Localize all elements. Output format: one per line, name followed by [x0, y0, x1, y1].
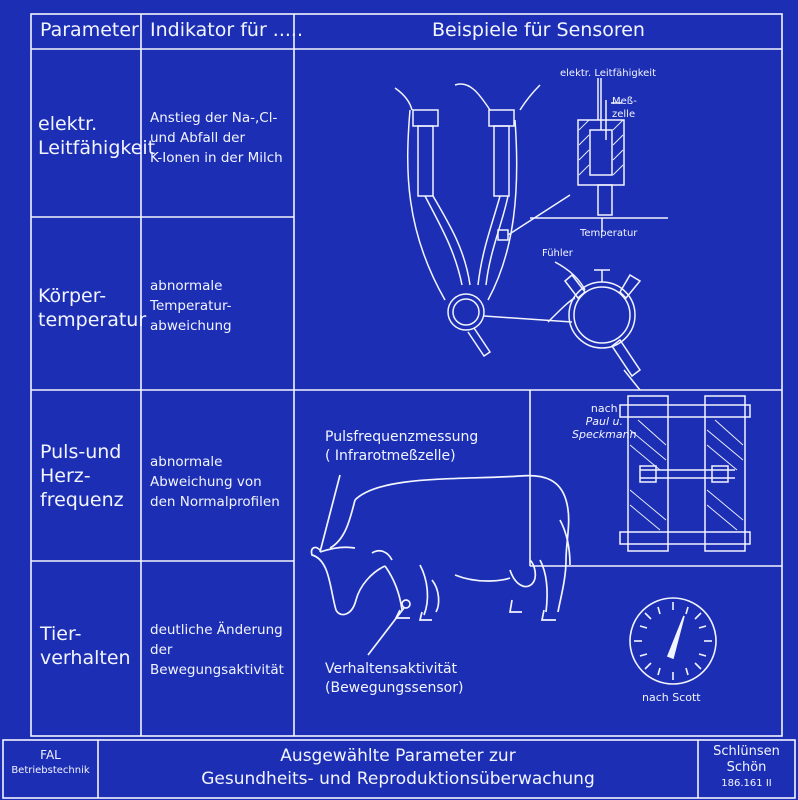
- cow-drawing: [310, 474, 571, 656]
- indicator-animal-behavior: deutliche Änderung der Bewegungsaktivitä…: [150, 620, 284, 680]
- indicator-line: abnormale: [150, 278, 223, 294]
- header-parameter: Parameter: [40, 19, 139, 41]
- indicator-body-temperature: abnormale Temperatur- abweichung: [150, 276, 232, 336]
- parameter-conductivity: elektr. Leitfähigkeit: [38, 112, 155, 160]
- pulse-sensor-drawing: [619, 395, 751, 552]
- label-temperature: Temperatur: [580, 228, 638, 239]
- caption-line: ( Infrarotmeßzelle): [325, 448, 456, 464]
- label-probe: Fühler: [542, 248, 573, 259]
- indicator-line: deutliche Änderung: [150, 622, 283, 638]
- indicator-line: abweichung: [150, 318, 232, 334]
- source-line: nach: [590, 402, 618, 415]
- parameter-body-temperature: Körper- temperatur: [38, 284, 146, 332]
- parameter-line: temperatur: [38, 309, 147, 331]
- footer-organization: FAL Betriebstechnik: [3, 748, 98, 778]
- label-behavior-activity: Verhaltensaktivität (Bewegungssensor): [325, 660, 463, 698]
- temperature-probe-drawing: [547, 261, 642, 391]
- indicator-line: abnormale: [150, 454, 223, 470]
- parameter-animal-behavior: Tier- verhalten: [40, 622, 131, 670]
- indicator-line: K-Ionen in der Milch: [150, 150, 283, 166]
- indicator-line: Anstieg der Na-,Cl-: [150, 110, 278, 126]
- indicator-conductivity: Anstieg der Na-,Cl- und Abfall der K-Ion…: [150, 108, 283, 168]
- parameter-line: verhalten: [40, 647, 131, 669]
- footer-line: Gesundheits- und Reproduktionsüberwachun…: [201, 769, 595, 789]
- indicator-pulse-heart-rate: abnormale Abweichung von den Normalprofi…: [150, 452, 280, 512]
- parameter-pulse-heart-rate: Puls-und Herz- frequenz: [40, 440, 124, 512]
- footer-line: Schlünsen: [713, 744, 780, 759]
- caption-line: Verhaltensaktivität: [325, 661, 458, 677]
- parameter-line: Herz-: [40, 465, 91, 487]
- parameter-line: elektr.: [38, 113, 98, 135]
- indicator-line: Bewegungsaktivität: [150, 662, 284, 678]
- label-measuring-cell-1: Meß-: [612, 96, 637, 107]
- indicator-line: den Normalprofilen: [150, 494, 280, 510]
- caption-line: Pulsfrequenzmessung: [325, 429, 479, 445]
- indicator-line: Temperatur-: [150, 298, 232, 314]
- table-grid: [2, 13, 796, 799]
- parameter-line: Tier-: [40, 623, 82, 645]
- step-counter-clock: [629, 597, 717, 685]
- label-pulse-measurement: Pulsfrequenzmessung ( Infrarotmeßzelle): [325, 428, 478, 466]
- footer-title: Ausgewählte Parameter zur Gesundheits- u…: [98, 745, 698, 791]
- footer-line: FAL: [40, 748, 61, 762]
- label-measuring-cell-2: zelle: [612, 109, 636, 120]
- footer-code: 186.161 II: [721, 778, 772, 789]
- source-scott: nach Scott: [642, 691, 701, 704]
- label-conductivity: elektr. Leitfähigkeit: [560, 68, 656, 79]
- conductivity-cell-hatch: [578, 119, 624, 176]
- source-line: Paul u.: [585, 415, 623, 428]
- footer-line: Schön: [726, 760, 767, 775]
- conductivity-cell-drawing: [530, 78, 668, 232]
- header-sensor-examples: Beispiele für Sensoren: [432, 19, 645, 41]
- footer-line: Betriebstechnik: [11, 765, 90, 776]
- parameter-line: Körper-: [38, 285, 107, 307]
- header-indicator: Indikator für .....: [150, 19, 304, 41]
- pulse-sensor-hatch: [629, 419, 744, 531]
- milking-cluster-drawing: [394, 83, 573, 358]
- source-paul-speckmann: nach Paul u. Speckmann: [572, 402, 637, 441]
- parameter-line: frequenz: [40, 489, 124, 511]
- footer-authors: Schlünsen Schön 186.161 II: [698, 744, 795, 792]
- source-line: Speckmann: [572, 428, 637, 441]
- indicator-line: der: [150, 642, 173, 658]
- footer-line: Ausgewählte Parameter zur: [280, 746, 516, 766]
- caption-line: (Bewegungssensor): [325, 680, 464, 696]
- parameter-line: Leitfähigkeit: [38, 137, 156, 159]
- parameter-line: Puls-und: [40, 441, 122, 463]
- indicator-line: und Abfall der: [150, 130, 246, 146]
- indicator-line: Abweichung von: [150, 474, 262, 490]
